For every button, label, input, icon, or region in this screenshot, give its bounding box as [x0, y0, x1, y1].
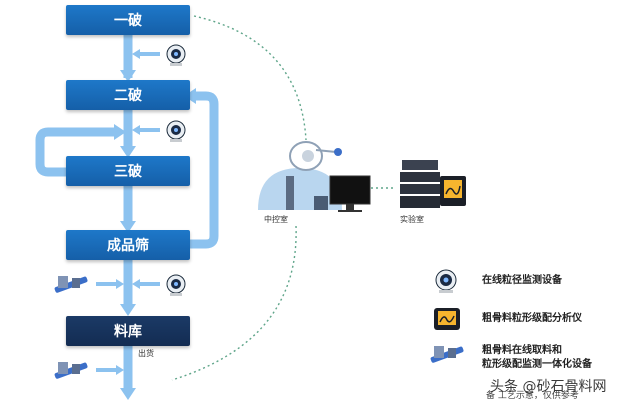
camera-icon: [166, 120, 186, 142]
flow-arrowhead: [120, 304, 136, 316]
right-loop-arrow: [190, 91, 219, 249]
stage-tertiary-crush: 三破: [66, 156, 190, 186]
lab-label: 实验室: [400, 215, 424, 224]
lab-illustration: [400, 160, 466, 208]
left-loop-arrow: [35, 127, 118, 177]
camera-icon: [166, 274, 186, 296]
legend-sampler-icon: [430, 346, 464, 363]
left-loop-arrowhead: [114, 124, 126, 140]
legend-text-sampler-line1: 粗骨料在线取料和: [482, 345, 562, 356]
stage-primary-crush: 一破: [66, 5, 190, 35]
legend-text-camera: 在线粒径监测设备: [482, 275, 562, 286]
legend-text-sampler-line2: 粒形级配监测一体化设备: [482, 359, 592, 370]
sampler-icon: [54, 362, 88, 379]
legend-text-analyzer: 粗骨料粒形级配分析仪: [482, 313, 582, 324]
legend-analyzer-icon: [434, 308, 460, 330]
footer-note: 备 工艺示意，仅供参考: [486, 391, 579, 401]
signal-line-bottom: [171, 225, 297, 381]
control-room-illustration: [258, 141, 371, 212]
legend-camera-icon: [435, 269, 457, 293]
stage-secondary-crush: 二破: [66, 80, 190, 110]
flow-arrowhead: [120, 221, 136, 233]
sampler-icon: [54, 276, 88, 293]
stage-storage: 料库: [66, 316, 190, 346]
watermark: 头条 @砂石骨料网: [490, 379, 607, 395]
flow-arrowhead: [120, 388, 136, 400]
flow-arrowhead: [120, 146, 136, 158]
monitor-feed-arrows: [96, 49, 160, 375]
flow-arrowhead: [120, 70, 136, 82]
right-loop-arrowhead: [184, 88, 196, 104]
main-flow-arrows: [120, 34, 136, 400]
dispatch-label: 出货: [138, 349, 154, 358]
control-room-label: 中控室: [264, 215, 288, 224]
stage-product-screen: 成品筛: [66, 230, 190, 260]
camera-icon: [166, 44, 186, 66]
